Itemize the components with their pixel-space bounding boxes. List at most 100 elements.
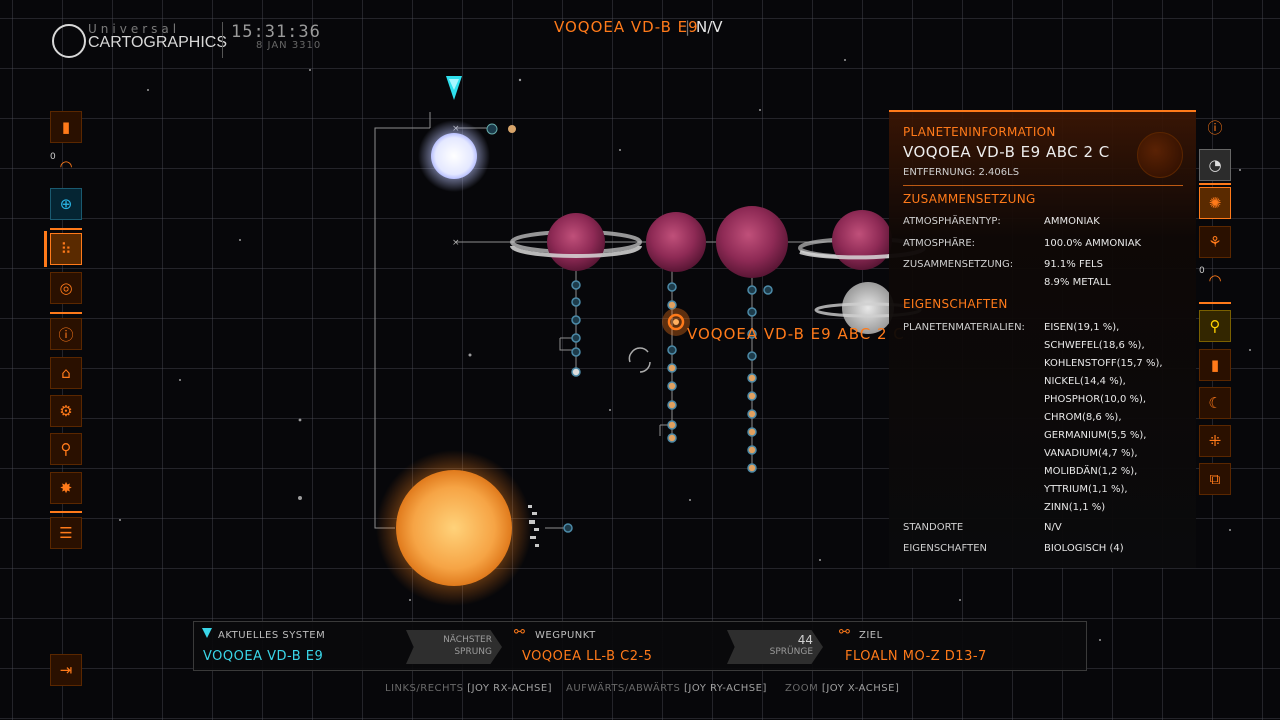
small-body[interactable] [508,125,516,133]
material-item: CHROM(8,6 %), [1044,412,1122,423]
composition-label: ZUSAMMENSETZUNG: [903,259,1014,270]
materials-label: PLANETENMATERIALIEN: [903,322,1025,333]
left-nav-location[interactable]: ⚲ [50,433,82,465]
location-pin-icon: ⚲ [60,440,72,458]
asteroid-belt[interactable] [528,505,539,547]
left-nav-list[interactable]: ☰ [50,517,82,549]
traits-label: EIGENSCHAFTEN [903,543,987,554]
bookmark-icon: ▮ [61,118,71,136]
planet-horizon-icon: ◠ [59,157,73,175]
section-divider [50,312,82,314]
gas-giant[interactable] [510,213,642,271]
moons-column-3[interactable] [747,285,773,473]
hint-zoom: ZOOM [JOY X-ACHSE] [785,683,899,694]
right-nav-star[interactable]: ✺ [1199,187,1231,219]
burst-icon: ✸ [59,479,73,497]
left-nav-orbits[interactable]: ◎ [50,272,82,304]
right-nav-planet-scan[interactable]: ◔ [1199,149,1231,181]
orbit-target-icon: ◎ [59,279,73,297]
destination-value[interactable]: FLOALN MO-Z D13-7 [845,649,987,664]
active-indicator [44,231,47,267]
right-nav-bookmark[interactable]: ▮ [1199,349,1231,381]
current-system-value[interactable]: VOQOEA VD-B E9 [203,649,324,664]
section-divider [50,228,82,230]
composition-value-rock: 91.1% FELS [1044,259,1103,270]
left-nav-globe[interactable]: ⊕ [50,188,82,220]
waypoint-value[interactable]: VOQOEA LL-B C2-5 [522,649,653,664]
left-nav-bookmarks[interactable]: ▮ [50,111,82,143]
right-nav-nodes[interactable]: ⁜ [1199,425,1231,457]
info-tag-icon: ⓘ [1207,118,1223,137]
moons-column-1[interactable] [571,280,581,377]
selected-body-label[interactable]: VOQOEA VD-B E9 ABC 2 C [687,325,905,343]
info-circle-icon: ⓘ [58,325,74,344]
carrier-icon: ⧉ [1209,470,1221,488]
planet-info-panel: PLANETENINFORMATION VOQOEA VD-B E9 ABC 2… [889,110,1196,568]
cursor-reticle-icon [628,347,651,373]
gas-giant[interactable] [716,206,788,278]
gas-giant[interactable] [798,210,926,270]
bookmark-icon: ▮ [1210,356,1220,374]
material-item: SCHWEFEL(18,6 %), [1044,340,1145,351]
small-body[interactable] [486,123,498,135]
next-jump-text: NÄCHSTER SPRUNG [426,634,492,658]
game-clock: 15:31:36 [231,22,321,42]
material-item: VANADIUM(4,7 %), [1044,448,1138,459]
right-nav-planet-horizon[interactable]: ◠ [1199,264,1231,296]
left-nav-settings[interactable]: ⚙ [50,395,82,427]
left-nav-institution[interactable]: ⌂ [50,357,82,389]
system-status: N/V [696,18,723,36]
hint-key: [JOY X-ACHSE] [821,683,900,694]
right-nav-pin[interactable]: ⚲ [1199,310,1231,342]
panel-divider [903,185,1183,186]
moons-column-2[interactable] [667,282,677,443]
material-item: MOLIBDÄN(1,2 %), [1044,466,1138,477]
right-nav-moon[interactable]: ☾ [1199,387,1231,419]
section-divider [50,511,82,513]
right-nav-biology[interactable]: ⚘ [1199,226,1231,258]
small-body[interactable] [563,523,573,533]
tree-node-x: × [452,238,460,248]
destination-icon: ⚯ [839,625,850,640]
system-map-icon: ⠷ [60,240,72,258]
left-nav-info[interactable]: ⓘ [50,318,82,350]
gas-giant[interactable] [646,212,706,272]
hint-key: [JOY RY-ACHSE] [684,683,767,694]
logo-line-1: Universal [88,22,181,36]
hint-up-down: AUFWÄRTS/ABWÄRTS [JOY RY-ACHSE] [566,683,767,694]
section-divider [1199,302,1231,304]
hint-label: AUFWÄRTS/ABWÄRTS [566,683,681,694]
nodes-icon: ⁜ [1208,432,1222,450]
selected-planet[interactable] [662,308,690,336]
cartographics-logo-icon [52,24,86,58]
properties-heading: EIGENSCHAFTEN [903,297,1008,311]
badge-count: 0 [1199,266,1205,276]
title-separator: | [685,18,691,36]
hint-left-right: LINKS/RECHTS [JOY RX-ACHSE] [385,683,552,694]
atmo-type-value: AMMONIAK [1044,216,1100,227]
hint-label: LINKS/RECHTS [385,683,464,694]
background-stars [119,59,1251,641]
planet-distance: ENTFERNUNG: 2.406LS [903,167,1020,178]
jumps-text: 44 SPRÜNGE [749,634,813,658]
exit-button[interactable]: ⇥ [50,654,82,686]
locations-label: STANDORTE [903,522,964,533]
orange-star[interactable] [376,450,532,606]
next-jump-line1: NÄCHSTER [443,635,492,645]
moon-icon: ☾ [1208,394,1222,412]
composition-heading: ZUSAMMENSETZUNG [903,192,1036,206]
jumps-chevron [727,630,823,664]
right-nav-info[interactable]: ⓘ [1199,111,1231,143]
traits-value[interactable]: BIOLOGISCH (4) [1044,543,1124,554]
left-nav-planet-horizon[interactable]: ◠ [50,150,82,182]
material-item: NICKEL(14,4 %), [1044,376,1126,387]
right-nav-carrier[interactable]: ⧉ [1199,463,1231,495]
material-item: KOHLENSTOFF(15,7 %), [1044,358,1163,369]
jumps-label: SPRÜNGE [769,647,813,657]
pin-icon: ⚲ [1209,317,1221,335]
left-nav-burst[interactable]: ✸ [50,472,82,504]
planet-horizon-icon: ◠ [1208,271,1222,289]
exit-icon: ⇥ [59,661,73,679]
left-nav-system-map[interactable]: ⠷ [50,233,82,265]
